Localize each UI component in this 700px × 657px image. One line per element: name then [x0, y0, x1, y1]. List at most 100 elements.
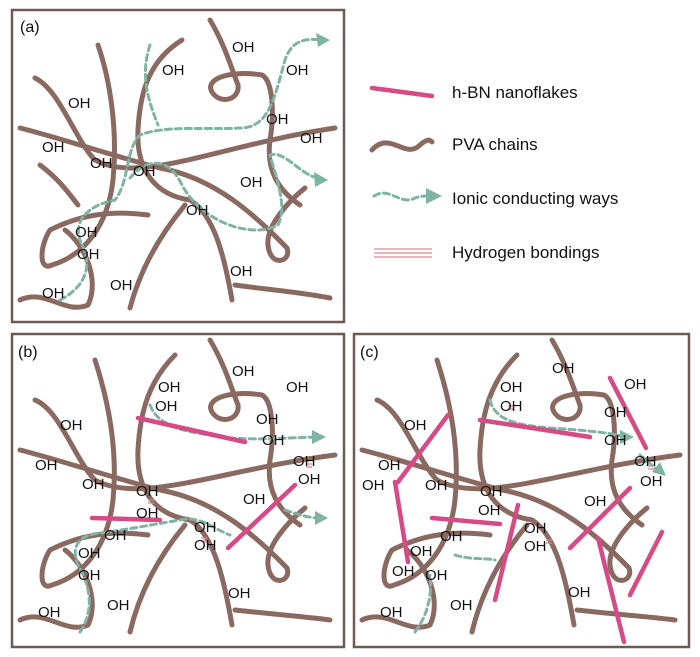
oh-label: OH: [194, 537, 217, 554]
oh-label: OH: [380, 604, 403, 621]
legend-ionic-arrowhead: [426, 188, 442, 204]
legend-ionic-label: Ionic conducting ways: [452, 189, 618, 208]
oh-label: OH: [90, 155, 113, 172]
hbn-nanoflake: [395, 412, 451, 485]
pva-chain: [477, 352, 577, 628]
oh-label: OH: [478, 502, 501, 519]
hbn-nanoflake: [627, 529, 665, 598]
pva-chain: [232, 607, 333, 623]
hbn-nanoflake: [135, 415, 248, 445]
oh-label: OH: [256, 411, 279, 428]
legend-hbn-swatch: [369, 85, 435, 99]
pva-chain: [135, 352, 235, 628]
legend-hbond-label: Hydrogen bondings: [452, 243, 599, 262]
oh-label: OH: [42, 285, 65, 302]
oh-label: OH: [524, 520, 547, 537]
oh-label: OH: [286, 379, 309, 396]
panel-b-hydrogen-bonds: [148, 463, 312, 542]
oh-label: OH: [158, 379, 181, 396]
pva-chain: [549, 337, 645, 528]
oh-label: OH: [78, 545, 101, 562]
pva-chain: [359, 547, 437, 630]
ionic-arrowhead: [312, 430, 326, 444]
oh-label: OH: [640, 473, 663, 490]
oh-label: OH: [104, 527, 127, 544]
pva-chain: [469, 522, 530, 635]
oh-label: OH: [378, 457, 401, 474]
oh-label: OH: [232, 39, 255, 56]
oh-label: OH: [300, 130, 323, 147]
oh-label: OH: [42, 139, 65, 156]
oh-label: OH: [584, 493, 607, 510]
oh-label: OH: [133, 163, 156, 180]
ionic-arrowhead: [652, 462, 666, 476]
panel-a: (a) OH OH OH OH OH OH: [10, 8, 346, 324]
pva-chain: [359, 447, 650, 583]
ionic-arrowhead: [620, 430, 634, 444]
panel-c-hydrogen-bonds: [508, 405, 654, 544]
oh-label: OH: [500, 379, 523, 396]
panel-a-frame: [10, 8, 346, 324]
oh-label: OH: [77, 246, 100, 263]
oh-label: OH: [38, 604, 61, 621]
pva-chain: [37, 162, 81, 208]
ionic-path: [413, 573, 433, 634]
pva-chain: [127, 202, 188, 311]
oh-label: OH: [410, 543, 433, 560]
pva-chain: [17, 447, 308, 583]
oh-label: OH: [500, 398, 523, 415]
ionic-path: [128, 152, 320, 232]
hbn-nanoflake: [595, 535, 627, 645]
panel-b-pva-chains: [17, 337, 338, 635]
oh-label: OH: [425, 567, 448, 584]
oh-label: OH: [136, 505, 159, 522]
hbn-nanoflake: [225, 482, 298, 551]
oh-label: OH: [524, 538, 547, 555]
hbn-nanoflake: [477, 417, 593, 440]
hbn-nanoflake: [607, 375, 649, 451]
oh-label: OH: [240, 174, 263, 191]
panel-b-hbn-flakes: [89, 415, 298, 551]
oh-label: OH: [136, 483, 159, 500]
panel-a-ionic-paths: [58, 33, 330, 302]
oh-label: OH: [552, 360, 575, 377]
ionic-arrowhead: [315, 511, 328, 525]
oh-label: OH: [624, 376, 647, 393]
panel-c-pva-chains: [359, 337, 683, 635]
pva-chain: [17, 227, 95, 310]
oh-label: OH: [232, 363, 255, 380]
oh-label: OH: [194, 519, 217, 536]
oh-label: OH: [634, 453, 657, 470]
panel-b-oh-groups: OH OH OH OH OH OH OH OH OH OH OH OH OH O…: [35, 363, 321, 621]
panel-c-oh-groups: OH OH OH OH OH OH OH OH OH OH OH OH OH O…: [362, 360, 663, 621]
ionic-path: [453, 553, 497, 562]
hbn-nanoflake: [89, 515, 163, 523]
ionic-arrowhead: [314, 172, 328, 187]
panel-c: (c): [352, 332, 691, 649]
oh-label: OH: [243, 491, 266, 508]
legend: h-BN nanoflakes PVA chains Ionic conduct…: [369, 83, 618, 262]
oh-label: OH: [425, 477, 448, 494]
pva-chain: [39, 357, 151, 589]
oh-label: OH: [440, 528, 463, 545]
pva-chain: [127, 522, 188, 635]
hbn-nanoflake: [567, 485, 633, 551]
ionic-path: [143, 43, 160, 127]
oh-label: OH: [75, 224, 98, 241]
oh-label: OH: [404, 417, 427, 434]
legend-pva-swatch: [369, 137, 435, 153]
oh-label: OH: [604, 432, 627, 449]
oh-label: OH: [155, 398, 178, 415]
oh-label: OH: [110, 277, 133, 294]
oh-label: OH: [392, 563, 415, 580]
oh-label: OH: [480, 483, 503, 500]
legend-hbn-label: h-BN nanoflakes: [452, 83, 578, 102]
pva-chain: [574, 607, 678, 623]
oh-label: OH: [107, 597, 130, 614]
hbn-nanoflake: [392, 479, 411, 565]
oh-label: OH: [60, 417, 83, 434]
panel-c-label: (c): [360, 344, 379, 361]
ionic-path: [73, 517, 232, 634]
panel-c-ionic-paths: [413, 398, 666, 634]
